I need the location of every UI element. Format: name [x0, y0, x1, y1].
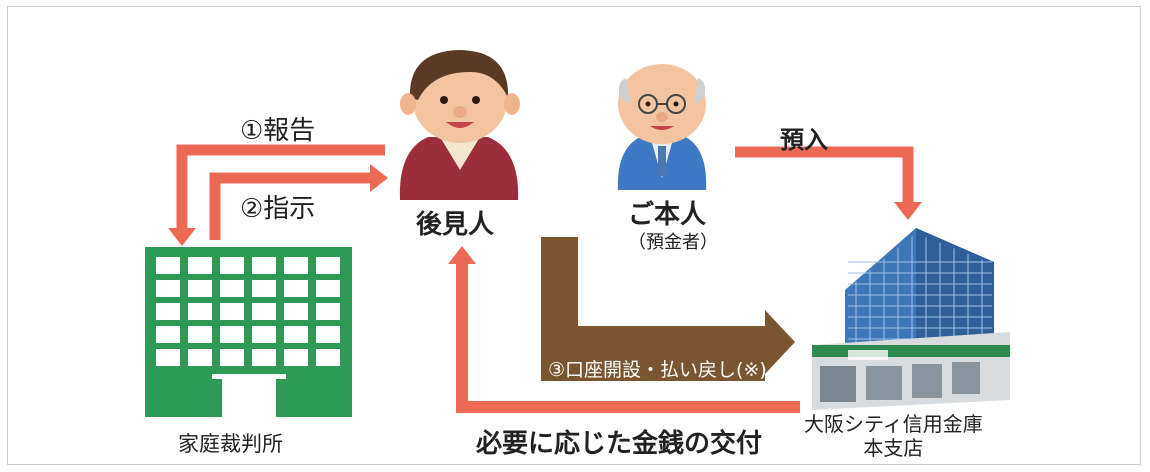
- court-label: 家庭裁判所: [178, 432, 283, 456]
- report-label: ①報告: [240, 116, 316, 146]
- court-window: [188, 280, 212, 297]
- bank-label: 大阪シティ信用金庫 本支店: [804, 412, 983, 460]
- court-window: [284, 326, 308, 343]
- court-window: [220, 280, 244, 297]
- deposit-arrow: [735, 146, 922, 220]
- principal-label: ご本人: [628, 200, 707, 230]
- court-window: [220, 349, 244, 366]
- court-window: [316, 326, 340, 343]
- court-window: [316, 257, 340, 274]
- court-window: [284, 349, 308, 366]
- court-window: [252, 349, 276, 366]
- court-window: [156, 303, 180, 320]
- guardian-label: 後見人: [416, 210, 495, 240]
- court-window: [316, 349, 340, 366]
- court-window: [252, 303, 276, 320]
- court-building-icon: [145, 247, 352, 417]
- court-window: [252, 280, 276, 297]
- court-window: [156, 326, 180, 343]
- depositor-label: （預金者）: [628, 232, 718, 253]
- account-ops-label: ③口座開設・払い戻し(※): [548, 359, 767, 381]
- court-window: [188, 349, 212, 366]
- court-window: [220, 326, 244, 343]
- bank-building-icon: [812, 228, 1010, 410]
- court-window: [284, 303, 308, 320]
- account-arrow: [541, 237, 795, 381]
- court-window: [316, 303, 340, 320]
- court-window: [220, 303, 244, 320]
- report-arrow: [168, 144, 385, 246]
- bank-branch: 本支店: [863, 436, 924, 460]
- court-window: [316, 280, 340, 297]
- deposit-label: 預入: [780, 126, 828, 154]
- delivery-label: 必要に応じた金銭の交付: [476, 429, 763, 459]
- guardian-figure: [399, 50, 520, 200]
- court-window: [252, 257, 276, 274]
- court-window: [284, 280, 308, 297]
- principal-figure: [617, 64, 707, 190]
- court-window: [284, 257, 308, 274]
- bank-name: 大阪シティ信用金庫: [804, 412, 983, 436]
- court-window: [156, 257, 180, 274]
- instruct-arrow: [209, 164, 388, 240]
- court-window: [188, 257, 212, 274]
- court-window: [252, 326, 276, 343]
- court-window: [156, 280, 180, 297]
- delivery-arrow: [448, 246, 800, 413]
- diagram-frame: [7, 6, 1141, 465]
- court-window: [220, 257, 244, 274]
- court-window: [156, 349, 180, 366]
- court-window: [188, 303, 212, 320]
- instruct-label: ②指示: [240, 194, 316, 224]
- court-window: [188, 326, 212, 343]
